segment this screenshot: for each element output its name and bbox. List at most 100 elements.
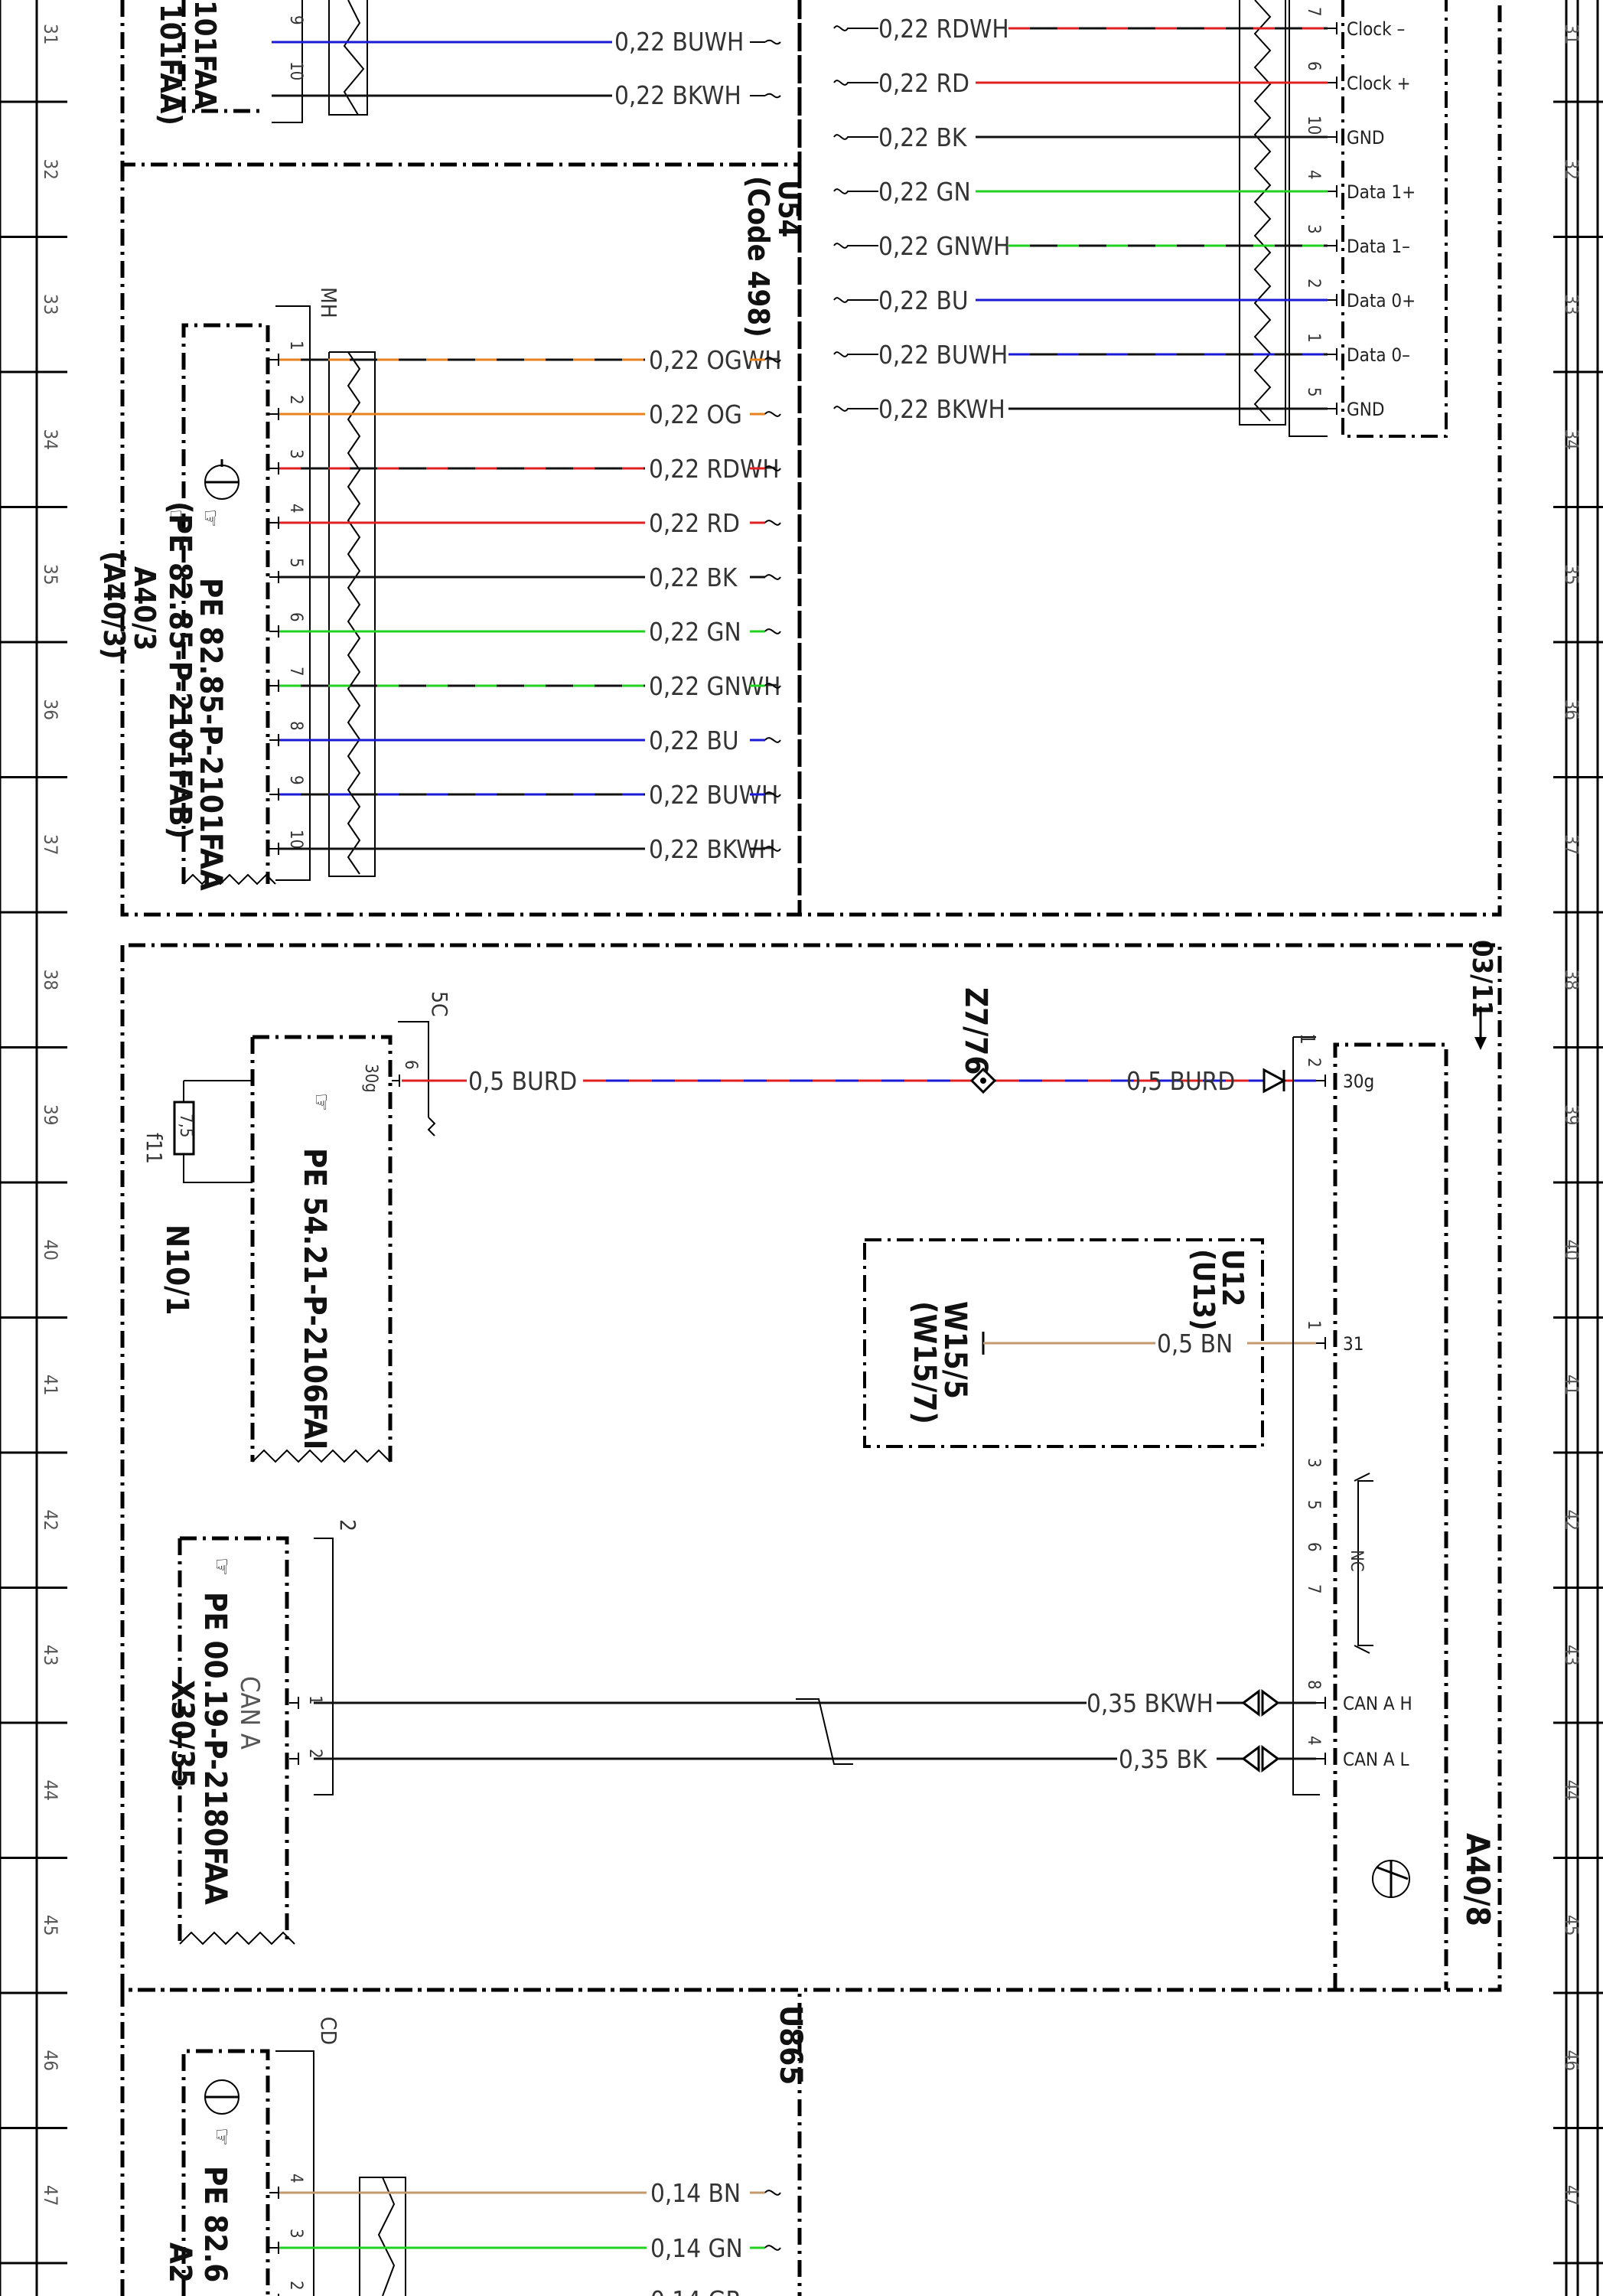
a40-8-ref: A40/8 <box>1459 1833 1497 1926</box>
right-top-signal: GND <box>1347 399 1385 420</box>
grid-number-left: 46 <box>40 2050 61 2071</box>
a40-8-transistor-icon <box>1372 1860 1410 1898</box>
top-left-component-line-2: 101FAA) <box>154 4 187 126</box>
a40-8-pin: 4 <box>1304 1736 1323 1746</box>
u12-alt-ref: (U13) <box>1187 1249 1220 1331</box>
grid-number-right: 42 <box>1561 1510 1582 1531</box>
x30-35-can-label: CAN A <box>234 1676 265 1750</box>
grid-number-left: 32 <box>40 159 61 180</box>
a40-3-wire-label: 0,22 OG <box>649 400 742 429</box>
right-top-signal: Data 1+ <box>1347 181 1416 203</box>
a40-8-nc-label: NC <box>1347 1550 1366 1572</box>
right-top-signal: Data 0+ <box>1347 290 1416 311</box>
right-top-wire-label: 0,22 BK <box>878 122 968 152</box>
grid-number-left: 35 <box>40 564 61 585</box>
top-left-wire-2-label: 0,22 BKWH <box>614 80 741 110</box>
a40-3-pin: 7 <box>286 667 305 677</box>
a40-3-wire-label: 0,22 BK <box>649 563 738 592</box>
right-top-signal: Data 0– <box>1347 344 1410 366</box>
right-top-wire-label: 0,22 BKWH <box>878 394 1005 424</box>
grid-number-right: 41 <box>1561 1375 1582 1395</box>
grid-number-left: 31 <box>40 24 61 44</box>
can-l-connector-icon <box>1241 1745 1316 1773</box>
grid-number-left: 37 <box>40 834 61 855</box>
a40-3-pin: 10 <box>286 830 305 849</box>
a40-8-pin: 8 <box>1304 1680 1323 1690</box>
right-top-wire-label: 0,22 BUWH <box>878 340 1008 370</box>
grid-number-right: 38 <box>1561 970 1582 990</box>
right-top-wire-label: 0,22 RDWH <box>878 14 1009 44</box>
right-top-wire-label: 0,22 GNWH <box>878 231 1010 261</box>
u865-ref-partial: A2 <box>162 2242 197 2283</box>
right-top-pin: 3 <box>1304 224 1323 234</box>
burd-wire: 0,5 BURD Z7/76 0,5 BURD <box>402 987 1316 1096</box>
grid-number-left: 41 <box>40 1375 61 1395</box>
a40-8-pin: 6 <box>1304 1542 1323 1552</box>
grid-number-left: 42 <box>40 1510 61 1531</box>
right-top-wire-label: 0,22 GN <box>878 177 971 207</box>
x30-35-wire-2-label: 0,35 BK <box>1119 1744 1208 1774</box>
grid-number-right: 39 <box>1561 1104 1582 1125</box>
top-left-block: 101FAA 101FAA) 9 10 0,22 BUWH 0,22 BKWH <box>120 0 802 167</box>
u865-connector: CD <box>316 2017 341 2045</box>
top-left-pin-10: 10 <box>286 61 305 80</box>
right-top-pin: 5 <box>1304 387 1323 397</box>
grid-number-right: 43 <box>1561 1645 1582 1665</box>
grid-number-right: 40 <box>1561 1240 1582 1261</box>
burd-left-label: 0,5 BURD <box>468 1066 577 1096</box>
a40-3-wire-label: 0,22 RD <box>649 508 740 538</box>
u865-ref: U865 <box>773 2005 808 2085</box>
grid-number-right: 33 <box>1561 294 1582 315</box>
fuse-ref: f11 <box>142 1133 167 1164</box>
can-h-connector-icon <box>1241 1689 1316 1717</box>
grid-number-left: 45 <box>40 1915 61 1936</box>
top-left-component-line-1: 101FAA <box>188 0 222 110</box>
a40-3-connector: MH <box>316 287 341 318</box>
a40-3-wire-label: 0,22 BU <box>649 726 739 755</box>
a40-3-ref: A40/3 <box>128 566 161 651</box>
top-left-wire-1-label: 0,22 BUWH <box>614 27 744 57</box>
u865-pin: 2 <box>286 2281 305 2291</box>
grid-number-left: 44 <box>40 1780 61 1801</box>
right-top-pin: 6 <box>1304 61 1323 71</box>
right-top-signal: Clock – <box>1347 18 1405 40</box>
a40-3-alt-ref: (A40/3) <box>97 551 131 660</box>
x30-35-ref: X30/35 <box>165 1680 200 1788</box>
a40-3-pin: 8 <box>286 721 305 731</box>
n10-1-hand-icon: ☞ <box>308 1093 334 1111</box>
a40-8-pin: 5 <box>1304 1500 1323 1510</box>
grid-number-left: 39 <box>40 1104 61 1125</box>
a40-3-pe-ref-1: PE 82.85-P-2101FAA <box>193 578 228 891</box>
a40-3-hand-icon-2: ☞ <box>162 509 189 527</box>
grid-number-right: 45 <box>1561 1915 1582 1936</box>
n10-1-pe-ref: PE 54.21-P-2106FAI <box>297 1148 332 1450</box>
right-top-pin: 4 <box>1304 170 1323 180</box>
arrow-right-icon <box>1263 1068 1287 1094</box>
grid-number-right: 36 <box>1561 700 1582 720</box>
w15-7-ref: (W15/7) <box>907 1301 942 1424</box>
right-top-pin: 1 <box>1304 333 1323 343</box>
grid-number-right: 44 <box>1561 1780 1582 1801</box>
a40-8-pin: 3 <box>1304 1458 1323 1468</box>
a40-3-pin: 5 <box>286 558 305 568</box>
a40-8-signal: 30g <box>1343 1071 1374 1092</box>
a40-3-wire-label: 0,22 GN <box>649 617 741 647</box>
grid-number-left: 38 <box>40 970 61 990</box>
right-top-pin: 7 <box>1304 7 1323 17</box>
grid-number-right: 31 <box>1561 24 1582 44</box>
x30-35-block: 2 ☞ PE 00.19-P-2180FAA CAN A X30/35 1 2 … <box>165 1519 1316 1945</box>
u12-block: U12 (U13) W15/5 (W15/7) 0,5 BN <box>863 1238 1316 1448</box>
u865-pin: 3 <box>286 2229 305 2239</box>
u865-wire-label: 0,14 GR <box>650 2285 741 2296</box>
a40-8-pin: 2 <box>1304 1058 1323 1068</box>
a40-8-pin: 1 <box>1304 1320 1323 1330</box>
n10-1-terminal: 30g <box>361 1064 380 1093</box>
a40-3-transistor-icon <box>204 459 239 500</box>
a40-8-connector-num: 1 <box>1295 1033 1318 1045</box>
n10-1-block: 5C 6 30g 7,5 f11 N10/1 ☞ PE 54.21-P-2106… <box>142 991 452 1463</box>
grid-number-left: 40 <box>40 1240 61 1261</box>
a40-3-pin: 9 <box>286 775 305 785</box>
